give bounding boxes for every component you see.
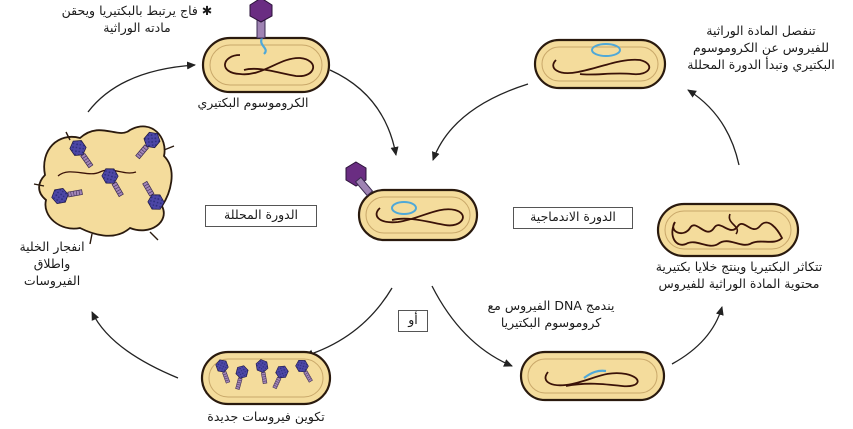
cell-lysis-line-3: الفيروسات [23,273,81,288]
integrated-cell [519,350,666,402]
injected-viral-dna [260,37,267,55]
or-box: أو [398,310,428,332]
phage-attaches-line-1: ✱ فاج يرتبط بالبكتيريا ويحقن [61,3,213,18]
separation-label: تنفصل المادة الوراثية للفيروس عن الكرومو… [672,22,850,73]
cell-lysis-label: انفجار الخلية واطلاق الفيروسات [2,238,102,289]
bacterial-chromosome-label: الكروموسوم البكتيري [197,95,309,110]
lysogenic-cycle-box: الدورة الاندماجية [513,207,633,229]
arrow-integrate-to-multiply [671,306,724,365]
new-viruses-cell [200,350,332,406]
dna-integrates-line-2: كروموسوم البكتيريا [500,315,602,330]
bacteria-multiply-line-1: تتكاثر البكتيريا وينتج خلايا بكتيرية [655,259,823,274]
bacteria-multiply-label: تتكاثر البكتيريا وينتج خلايا بكتيرية محت… [628,258,850,292]
multiplying-cell [656,202,800,258]
phage-attaches-line-2: مادته الوراثية [103,20,171,35]
lytic-cycle-box: الدورة المحللة [205,205,317,227]
separation-line-1: تنفصل المادة الوراثية [706,23,816,38]
center-phage-icon [345,161,374,197]
arrow-separation-to-center [431,83,529,161]
arrow-center-to-integrate [431,285,513,367]
separating-cell [533,38,667,90]
bacterial-chromosome [224,54,314,77]
arrow-center-to-newviruses [304,287,393,358]
arrow-attach-to-center [329,69,399,156]
bursting-cell [33,125,175,245]
cycle-arrows [87,61,740,379]
separation-line-3: البكتيري وتبدأ الدورة المحللة [687,57,835,72]
dna-integrates-line-1: يندمج DNA الفيروس مع [487,298,615,313]
separated-viral-dna [591,43,621,57]
dna-integrates-label: يندمج DNA الفيروس مع كروموسوم البكتيريا [462,297,640,331]
center-cell [357,188,479,242]
arrow-multiply-to-separation [687,89,740,166]
arrow-lysis-to-attach [87,61,196,113]
attaching-phage-icon [249,0,273,39]
viral-dna-circle [391,201,417,215]
cell-lysis-line-2: واطلاق [33,256,71,271]
separation-line-2: للفيروس عن الكروموسوم [692,40,830,55]
phage-attaches-label: ✱ فاج يرتبط بالبكتيريا ويحقن مادته الورا… [22,2,252,36]
cell-lysis-line-1: انفجار الخلية [19,239,85,254]
new-viruses-label: تكوين فيروسات جديدة [207,409,325,424]
bacteria-multiply-line-2: محتوية المادة الوراثية للفيروس [658,276,820,291]
arrow-newviruses-to-lysis [91,311,179,379]
phage-attaching-cell [201,36,331,94]
integrated-viral-dna [583,369,607,379]
